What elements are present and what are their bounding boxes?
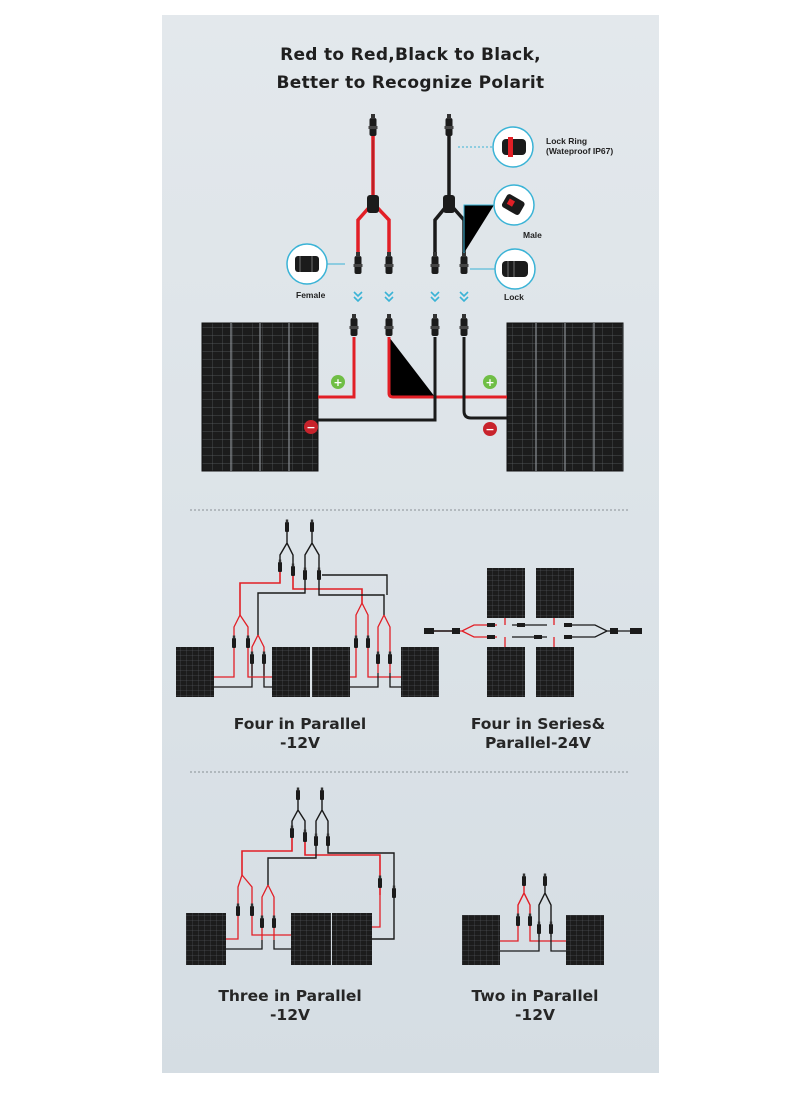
solar-panel-icon	[462, 915, 500, 965]
three-in-parallel-diagram	[186, 787, 396, 965]
caption-line-1: Three in Parallel	[218, 987, 362, 1005]
main-y-branch-diagram: + − + −	[201, 114, 624, 472]
female-connector-icon	[286, 243, 345, 285]
four-in-series-parallel-diagram	[424, 568, 642, 697]
title-line-1: Red to Red,Black to Black,	[280, 45, 541, 65]
svg-text:−: −	[485, 423, 494, 436]
caption-line-1: Two in Parallel	[471, 987, 599, 1005]
solar-panel-icon	[566, 915, 604, 965]
solar-panel-icon	[506, 322, 624, 472]
four-in-parallel-diagram	[176, 519, 439, 697]
lock-label: Lock	[504, 292, 524, 302]
caption-line-1: Four in Parallel	[233, 715, 367, 733]
two-in-parallel-diagram	[462, 873, 604, 965]
solar-panel-icon	[487, 647, 525, 697]
solar-panel-icon	[487, 568, 525, 618]
svg-text:+: +	[485, 376, 494, 389]
solar-panel-icon	[332, 913, 372, 965]
plus-badge: +	[483, 375, 497, 389]
title-line-2: Better to Recognize Polarit	[276, 73, 545, 93]
solar-panel-icon	[536, 647, 574, 697]
female-label: Female	[296, 290, 326, 300]
lock-ring-label-line1: Lock Ring	[546, 136, 588, 146]
wiring-diagrams: + − + −	[176, 114, 642, 965]
male-label: Male	[523, 230, 542, 240]
solar-panel-icon	[201, 322, 319, 472]
caption-two-in-parallel: Two in Parallel -12V	[425, 987, 645, 1025]
chevron-down-icon	[353, 291, 469, 303]
male-connector-icon	[463, 184, 535, 253]
caption-four-in-series-parallel: Four in Series& Parallel-24V	[428, 715, 648, 753]
svg-text:+: +	[333, 376, 342, 389]
solar-panel-icon	[401, 647, 439, 697]
minus-badge: −	[483, 422, 497, 436]
svg-text:−: −	[306, 421, 315, 434]
caption-four-in-parallel: Four in Parallel -12V	[190, 715, 410, 753]
minus-badge: −	[304, 420, 318, 434]
lock-ring-label: Lock Ring (Wateproof IP67)	[546, 136, 613, 156]
solar-panel-icon	[291, 913, 331, 965]
plus-badge: +	[331, 375, 345, 389]
caption-line-1: Four in Series&	[470, 715, 606, 733]
caption-line-2: Parallel-24V	[485, 734, 591, 752]
caption-line-2: -12V	[515, 1006, 555, 1024]
lock-connector-icon	[470, 248, 536, 290]
caption-line-2: -12V	[280, 734, 320, 752]
solar-panel-icon	[272, 647, 310, 697]
solar-panel-icon	[536, 568, 574, 618]
caption-line-2: -12V	[270, 1006, 310, 1024]
caption-three-in-parallel: Three in Parallel -12V	[180, 987, 400, 1025]
infographic-card: Red to Red,Black to Black, Better to Rec…	[162, 15, 659, 1073]
solar-panel-icon	[186, 913, 226, 965]
solar-panel-icon	[312, 647, 350, 697]
lock-ring-label-line2: (Wateproof IP67)	[546, 146, 614, 156]
solar-panel-icon	[176, 647, 214, 697]
lock-ring-connector-icon	[458, 126, 534, 168]
